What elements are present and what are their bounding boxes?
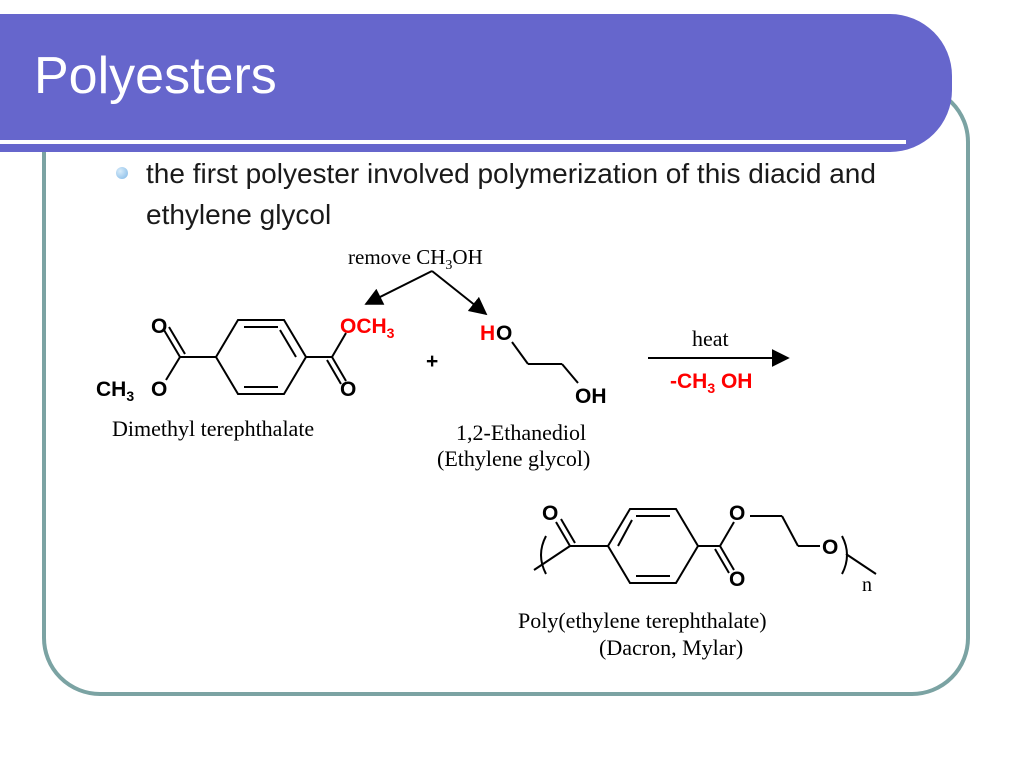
glycol-oh: OH (575, 385, 607, 408)
plus-sign: + (426, 350, 438, 373)
bullet-icon (116, 167, 128, 179)
dmt-name: Dimethyl terephthalate (112, 416, 314, 441)
glycol-chain (511, 341, 579, 384)
dmt-carbonyl-o-right: O (340, 378, 356, 401)
pet-carbonyl-o-top: O (542, 502, 558, 525)
pet-repeat-n: n (862, 574, 872, 596)
dmt-structure (163, 319, 347, 395)
remove-arrow-left (364, 270, 433, 305)
glycol-name-line2: (Ethylene glycol) (437, 446, 590, 471)
pet-name-line1: Poly(ethylene terephthalate) (518, 608, 767, 633)
dmt-ether-o: O (151, 378, 167, 401)
pet-ester-o: O (729, 502, 745, 525)
glycol-name-line1: 1,2-Ethanediol (456, 420, 586, 445)
pet-carbonyl-o-bottom: O (729, 568, 745, 591)
arrow-heat-label: heat (692, 326, 729, 351)
remove-arrow-right (431, 270, 488, 316)
bullet-text: the first polyester involved polymerizat… (146, 158, 876, 230)
pet-name-line2: (Dacron, Mylar) (599, 635, 743, 660)
glycol-h-red: H (480, 322, 495, 345)
remove-methanol-label: remove CH3OH (348, 245, 483, 273)
dmt-carbonyl-o-left: O (151, 315, 167, 338)
pet-structure (533, 508, 877, 584)
title-bar (0, 14, 952, 152)
arrow-methanol-red: -CH3 OH (670, 370, 752, 396)
pet-chain-o-end: O (822, 536, 838, 559)
slide-title: Polyesters (34, 47, 277, 105)
dmt-methoxy-red: OCH3 (340, 315, 395, 341)
glycol-o: O (496, 322, 512, 345)
title-underline (0, 140, 906, 144)
dmt-methyl-left: CH3 (96, 378, 134, 404)
